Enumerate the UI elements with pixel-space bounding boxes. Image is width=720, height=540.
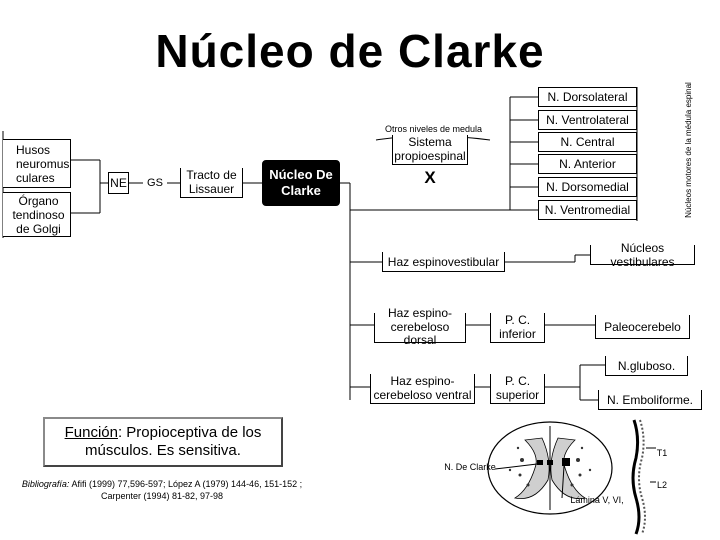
x-mark: X — [424, 168, 436, 187]
function-box: Función: Propioceptiva de los músculos. … — [43, 417, 283, 467]
paleocerebelo-label: Paleocerebelo — [604, 319, 681, 334]
motor-nucleus-central: N. Central — [538, 132, 637, 152]
gluboso-label: N.gluboso. — [617, 358, 676, 373]
husos-neuromusculares-box: Husos neuromus culares — [3, 139, 71, 188]
motor-nucleus-label: N. Anterior — [559, 157, 616, 171]
n-clarke-figure-label: N. De Clarke — [444, 462, 496, 472]
sistema-label: Sistema propioespinal — [394, 134, 466, 163]
function-label: Función — [64, 424, 118, 441]
motor-nucleus-label: N. Dorsolateral — [547, 90, 628, 104]
spinal-cord-cross-section — [487, 421, 613, 515]
haz-espinocerebeloso-ventral-box: Haz espino-cerebeloso ventral — [370, 374, 475, 404]
ne-box: NE — [108, 172, 129, 194]
paleocerebelo-box: Paleocerebelo — [595, 315, 690, 339]
nucleo-clarke-label: Núcleo De Clarke — [269, 167, 333, 198]
haz-espinovestibular-box: Haz espinovestibular — [382, 252, 505, 272]
nucleo-emboliforme-box: N. Emboliforme. — [598, 390, 702, 410]
bibliography-label: Bibliografía: — [21, 479, 70, 489]
gs-label: GS — [147, 177, 163, 189]
l2-label: L2 — [656, 480, 667, 490]
motor-nucleus-label: N. Ventromedial — [544, 203, 631, 217]
nucleo-globoso-box: N.gluboso. — [605, 356, 688, 376]
haz-espinocerebeloso-dorsal-box: Haz espino-cerebeloso dorsal — [374, 306, 466, 347]
otros-niveles-label: Otros niveles de medula — [384, 124, 483, 134]
tracto-label: Tracto de Lissauer — [186, 168, 237, 196]
motor-nucleus-anterior: N. Anterior — [538, 154, 637, 174]
pc-inferior-box: P. C. inferior — [490, 313, 545, 343]
ne-label: NE — [110, 176, 127, 190]
motor-nucleus-label: N. Ventrolateral — [546, 113, 629, 127]
motor-nucleus-ventrolateral: N. Ventrolateral — [538, 110, 637, 130]
nucleo-clarke-box: Núcleo De Clarke — [262, 160, 340, 206]
lamina-label: Lámina V, VI, — [570, 495, 624, 505]
bibliography-text: Afifi (1999) 77,596-597; López A (1979) … — [71, 479, 303, 502]
page-title: Núcleo de Clarke — [155, 25, 545, 77]
spinal-column-icon — [631, 419, 656, 535]
vestibulares-label: Núcleos vestibulares — [610, 240, 675, 269]
emboliforme-label: N. Emboliforme. — [606, 392, 694, 407]
pc-superior-label: P. C. superior — [495, 373, 540, 402]
haz-dorsal-label: Haz espino-cerebeloso dorsal — [387, 305, 453, 348]
bibliography: Bibliografía: Afifi (1999) 77,596-597; L… — [12, 478, 312, 502]
motor-nucleus-label: N. Central — [560, 135, 615, 149]
motor-nucleus-label: N. Dorsomedial — [546, 180, 629, 194]
sistema-propioespinal-box: Sistema propioespinal — [392, 135, 468, 165]
motor-nucleus-ventromedial: N. Ventromedial — [538, 200, 637, 220]
t1-label: T1 — [656, 448, 668, 458]
motor-nucleus-dorsomedial: N. Dorsomedial — [538, 177, 637, 197]
nucleos-vestibulares-box: Núcleos vestibulares — [590, 241, 695, 269]
function-text: : Propioceptiva de los músculos. Es sens… — [85, 424, 262, 459]
motor-nuclei-side-label: Núcleos motores de la médula espinal — [684, 82, 693, 218]
haz-ventral-label: Haz espino-cerebeloso ventral — [373, 373, 472, 402]
organo-label: Órgano tendinoso de Golgi — [12, 193, 65, 236]
pc-superior-box: P. C. superior — [490, 374, 545, 404]
organo-golgi-box: Órgano tendinoso de Golgi — [3, 192, 71, 237]
pc-inferior-label: P. C. inferior — [499, 312, 536, 341]
haz-vestibular-label: Haz espinovestibular — [387, 254, 500, 269]
tracto-lissauer-box: Tracto de Lissauer — [180, 168, 243, 198]
motor-nucleus-dorsolateral: N. Dorsolateral — [538, 87, 637, 107]
husos-label: Husos neuromus culares — [16, 142, 70, 185]
